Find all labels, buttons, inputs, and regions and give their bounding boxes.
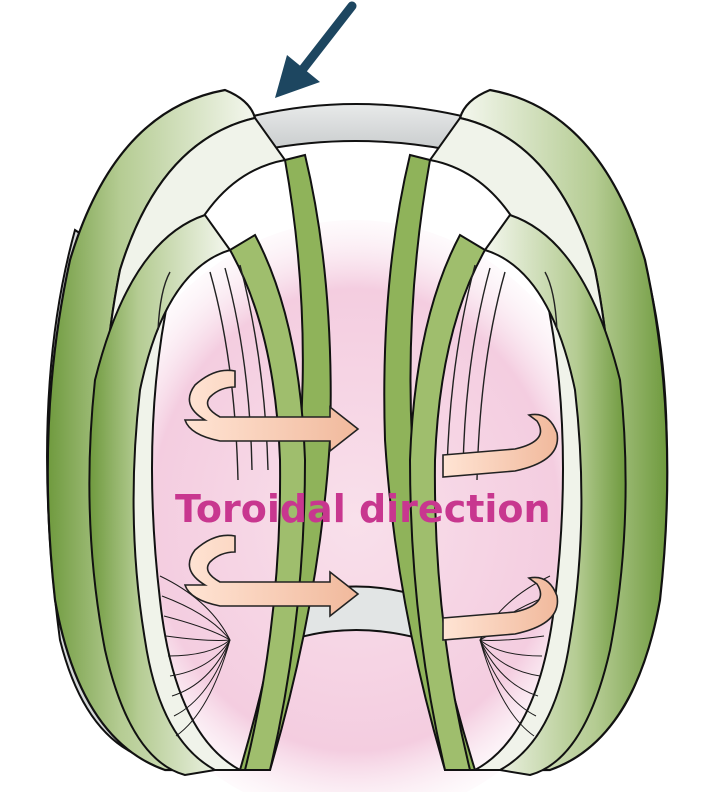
pointer-arrow-icon (275, 6, 352, 98)
toroidal-direction-label: Toroidal direction (175, 490, 551, 528)
